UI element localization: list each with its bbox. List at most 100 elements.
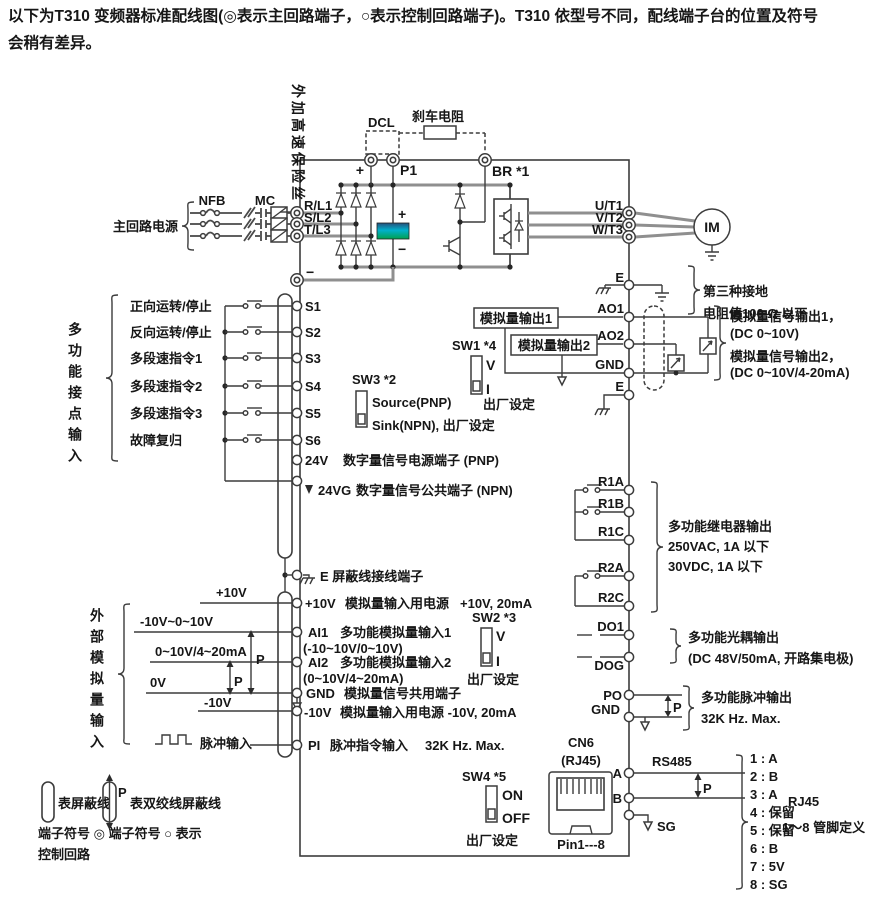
gnd-src-label: 0V bbox=[150, 675, 166, 690]
earth-ground-icon bbox=[655, 292, 669, 302]
opto-desc1: 多功能光耦输出 bbox=[688, 630, 779, 645]
cn6-label: CN6 bbox=[568, 735, 594, 750]
terminal-24vg bbox=[291, 475, 303, 487]
sw4-off-label: OFF bbox=[502, 810, 530, 826]
analog-out1-tag: 模拟量输出1 bbox=[480, 311, 552, 326]
twisted-pair-icon: P bbox=[247, 630, 265, 695]
terminal-s6-label: S6 bbox=[305, 433, 321, 448]
phase-row-t bbox=[190, 229, 291, 243]
sw2-v-label: V bbox=[496, 628, 506, 644]
dcl-dashed-box bbox=[365, 130, 400, 155]
chassis-ground-icon bbox=[594, 394, 624, 416]
minus-terminal-wire bbox=[303, 267, 395, 282]
sw1-switch: SW1 *4 V I 出厂设定 bbox=[452, 338, 535, 412]
analog-out2-tag: 模拟量输出2 bbox=[518, 338, 590, 353]
terminal-e2 bbox=[623, 389, 635, 401]
shield-terminal-section: E 屏蔽线接线端子 bbox=[282, 558, 423, 592]
terminal-u-t1-label: U/T1 bbox=[595, 198, 623, 213]
terminal-p10v-desc: 模拟量输入用电源 bbox=[345, 596, 449, 611]
terminal-gnd-ai-label: GND bbox=[306, 686, 335, 701]
terminal-r-l1: R/L1 bbox=[290, 198, 332, 220]
ai1-src-label: -10V~0~10V bbox=[140, 614, 213, 629]
rj45-def2: 1～8 管脚定义 bbox=[782, 820, 866, 835]
phase-row-r bbox=[190, 206, 291, 220]
terminal-br: BR *1 bbox=[478, 153, 530, 179]
sw1-i-label: I bbox=[486, 381, 490, 397]
din-row-s2: 反向运转/停止 S2 bbox=[130, 325, 321, 340]
din-row-s6: 故障复归 S6 bbox=[130, 433, 321, 448]
terminal-gnd-ao-label: GND bbox=[595, 357, 624, 372]
terminal-t-l3: T/L3 bbox=[290, 222, 331, 243]
legend-control-circuit: 控制回路 bbox=[38, 847, 91, 862]
terminal-24vg-desc: 数字量信号公共端子 (NPN) bbox=[356, 483, 513, 498]
digital-input-group-label: 多功能接点输入 bbox=[67, 321, 83, 469]
sg-label: SG bbox=[657, 819, 676, 834]
nfb-label: NFB bbox=[199, 193, 226, 208]
chassis-ground-icon bbox=[595, 285, 611, 295]
sw2-slider bbox=[480, 627, 493, 667]
p-label: P bbox=[118, 785, 127, 800]
terminal-b-label: B bbox=[613, 791, 622, 806]
fuse-slash-icon bbox=[243, 206, 256, 219]
sw2-label: SW2 *3 bbox=[472, 610, 516, 625]
terminal-minus-label: − bbox=[306, 264, 314, 280]
terminal-s4 bbox=[291, 380, 303, 392]
terminal-r2a bbox=[623, 570, 635, 582]
terminal-a bbox=[623, 767, 635, 779]
sw3-source-label: Source(PNP) bbox=[372, 395, 451, 410]
terminal-ao2 bbox=[623, 338, 635, 350]
analog-output-section: 模拟量输出1 模拟量输出2 AO1 AO2 GND 模拟量信号输出1， (DC … bbox=[473, 301, 850, 416]
sw2-knob bbox=[482, 652, 491, 664]
sw1-v-label: V bbox=[486, 357, 496, 373]
terminal-ao2-label: AO2 bbox=[597, 328, 624, 343]
header-line2: 会稍有差异。 bbox=[8, 33, 101, 52]
terminal-ai2 bbox=[291, 656, 303, 668]
dcl-label: DCL bbox=[368, 115, 395, 130]
terminal-minus: − bbox=[290, 264, 314, 287]
terminal-plus: + bbox=[356, 153, 378, 178]
cn6-rj45-label: (RJ45) bbox=[561, 753, 601, 768]
sw4-knob bbox=[487, 808, 496, 820]
ground-note-1: 第三种接地 bbox=[703, 284, 768, 299]
pin-def: 2 : B bbox=[750, 769, 778, 784]
terminal-n10v-label: -10V bbox=[304, 705, 332, 720]
terminal-s5 bbox=[291, 407, 303, 419]
sw4-factory-label: 出厂设定 bbox=[466, 833, 518, 848]
din-row-label: 故障复归 bbox=[130, 433, 182, 448]
pin-def: 6 : B bbox=[750, 841, 778, 856]
main-power-brace bbox=[181, 201, 195, 251]
terminal-r2c bbox=[623, 600, 635, 612]
terminal-ai1-desc: 多功能模拟量输入1 bbox=[340, 625, 451, 640]
terminal-s4-label: S4 bbox=[305, 379, 322, 394]
pin-def: 1 : A bbox=[750, 751, 778, 766]
din-row-label: 多段速指令3 bbox=[130, 406, 202, 421]
terminal-dog-label: DOG bbox=[594, 658, 624, 673]
ground-note-section: E 第三种接地 电阻值100 Ω 以下 bbox=[595, 265, 807, 321]
terminal-plus-label: + bbox=[356, 162, 364, 178]
brake-resistor-symbol bbox=[423, 125, 457, 140]
terminal-24v-label: 24V bbox=[305, 453, 328, 468]
din-row-s3: 多段速指令1 S3 bbox=[130, 351, 321, 366]
sw1-label: SW1 *4 bbox=[452, 338, 497, 353]
terminal-r1b-label: R1B bbox=[598, 496, 624, 511]
analog-input-brace bbox=[117, 603, 131, 745]
terminal-v-t2-label: V/T2 bbox=[596, 210, 623, 225]
brake-resistor-label: 刹车电阻 bbox=[412, 109, 464, 124]
din-row-label: 多段速指令1 bbox=[130, 351, 202, 366]
terminal-24v bbox=[291, 454, 303, 466]
signal-common-arrow-icon bbox=[639, 721, 651, 732]
main-terminals: + P1 BR *1 R/L1 S/L2 T/L3 − U/T1 bbox=[290, 153, 636, 291]
phase-row-s bbox=[190, 217, 291, 231]
terminal-24v-desc: 数字量信号电源端子 (PNP) bbox=[343, 453, 499, 468]
pin-def: 8 : SG bbox=[750, 877, 788, 892]
terminal-n10v-desc: 模拟量输入用电源 -10V, 20mA bbox=[340, 705, 517, 720]
terminal-ai1-range: (-10~10V/0~10V) bbox=[303, 641, 403, 656]
opto-brace bbox=[669, 628, 682, 664]
terminal-ai2-range: (0~10V/4~20mA) bbox=[303, 671, 403, 686]
sw2-switch: SW2 *3 V I 出厂设定 bbox=[467, 610, 519, 687]
sw3-label: SW3 *2 bbox=[352, 372, 396, 387]
pins-brace bbox=[735, 754, 749, 890]
terminal-r1c-label: R1C bbox=[598, 524, 625, 539]
terminal-ao1-label: AO1 bbox=[597, 301, 624, 316]
